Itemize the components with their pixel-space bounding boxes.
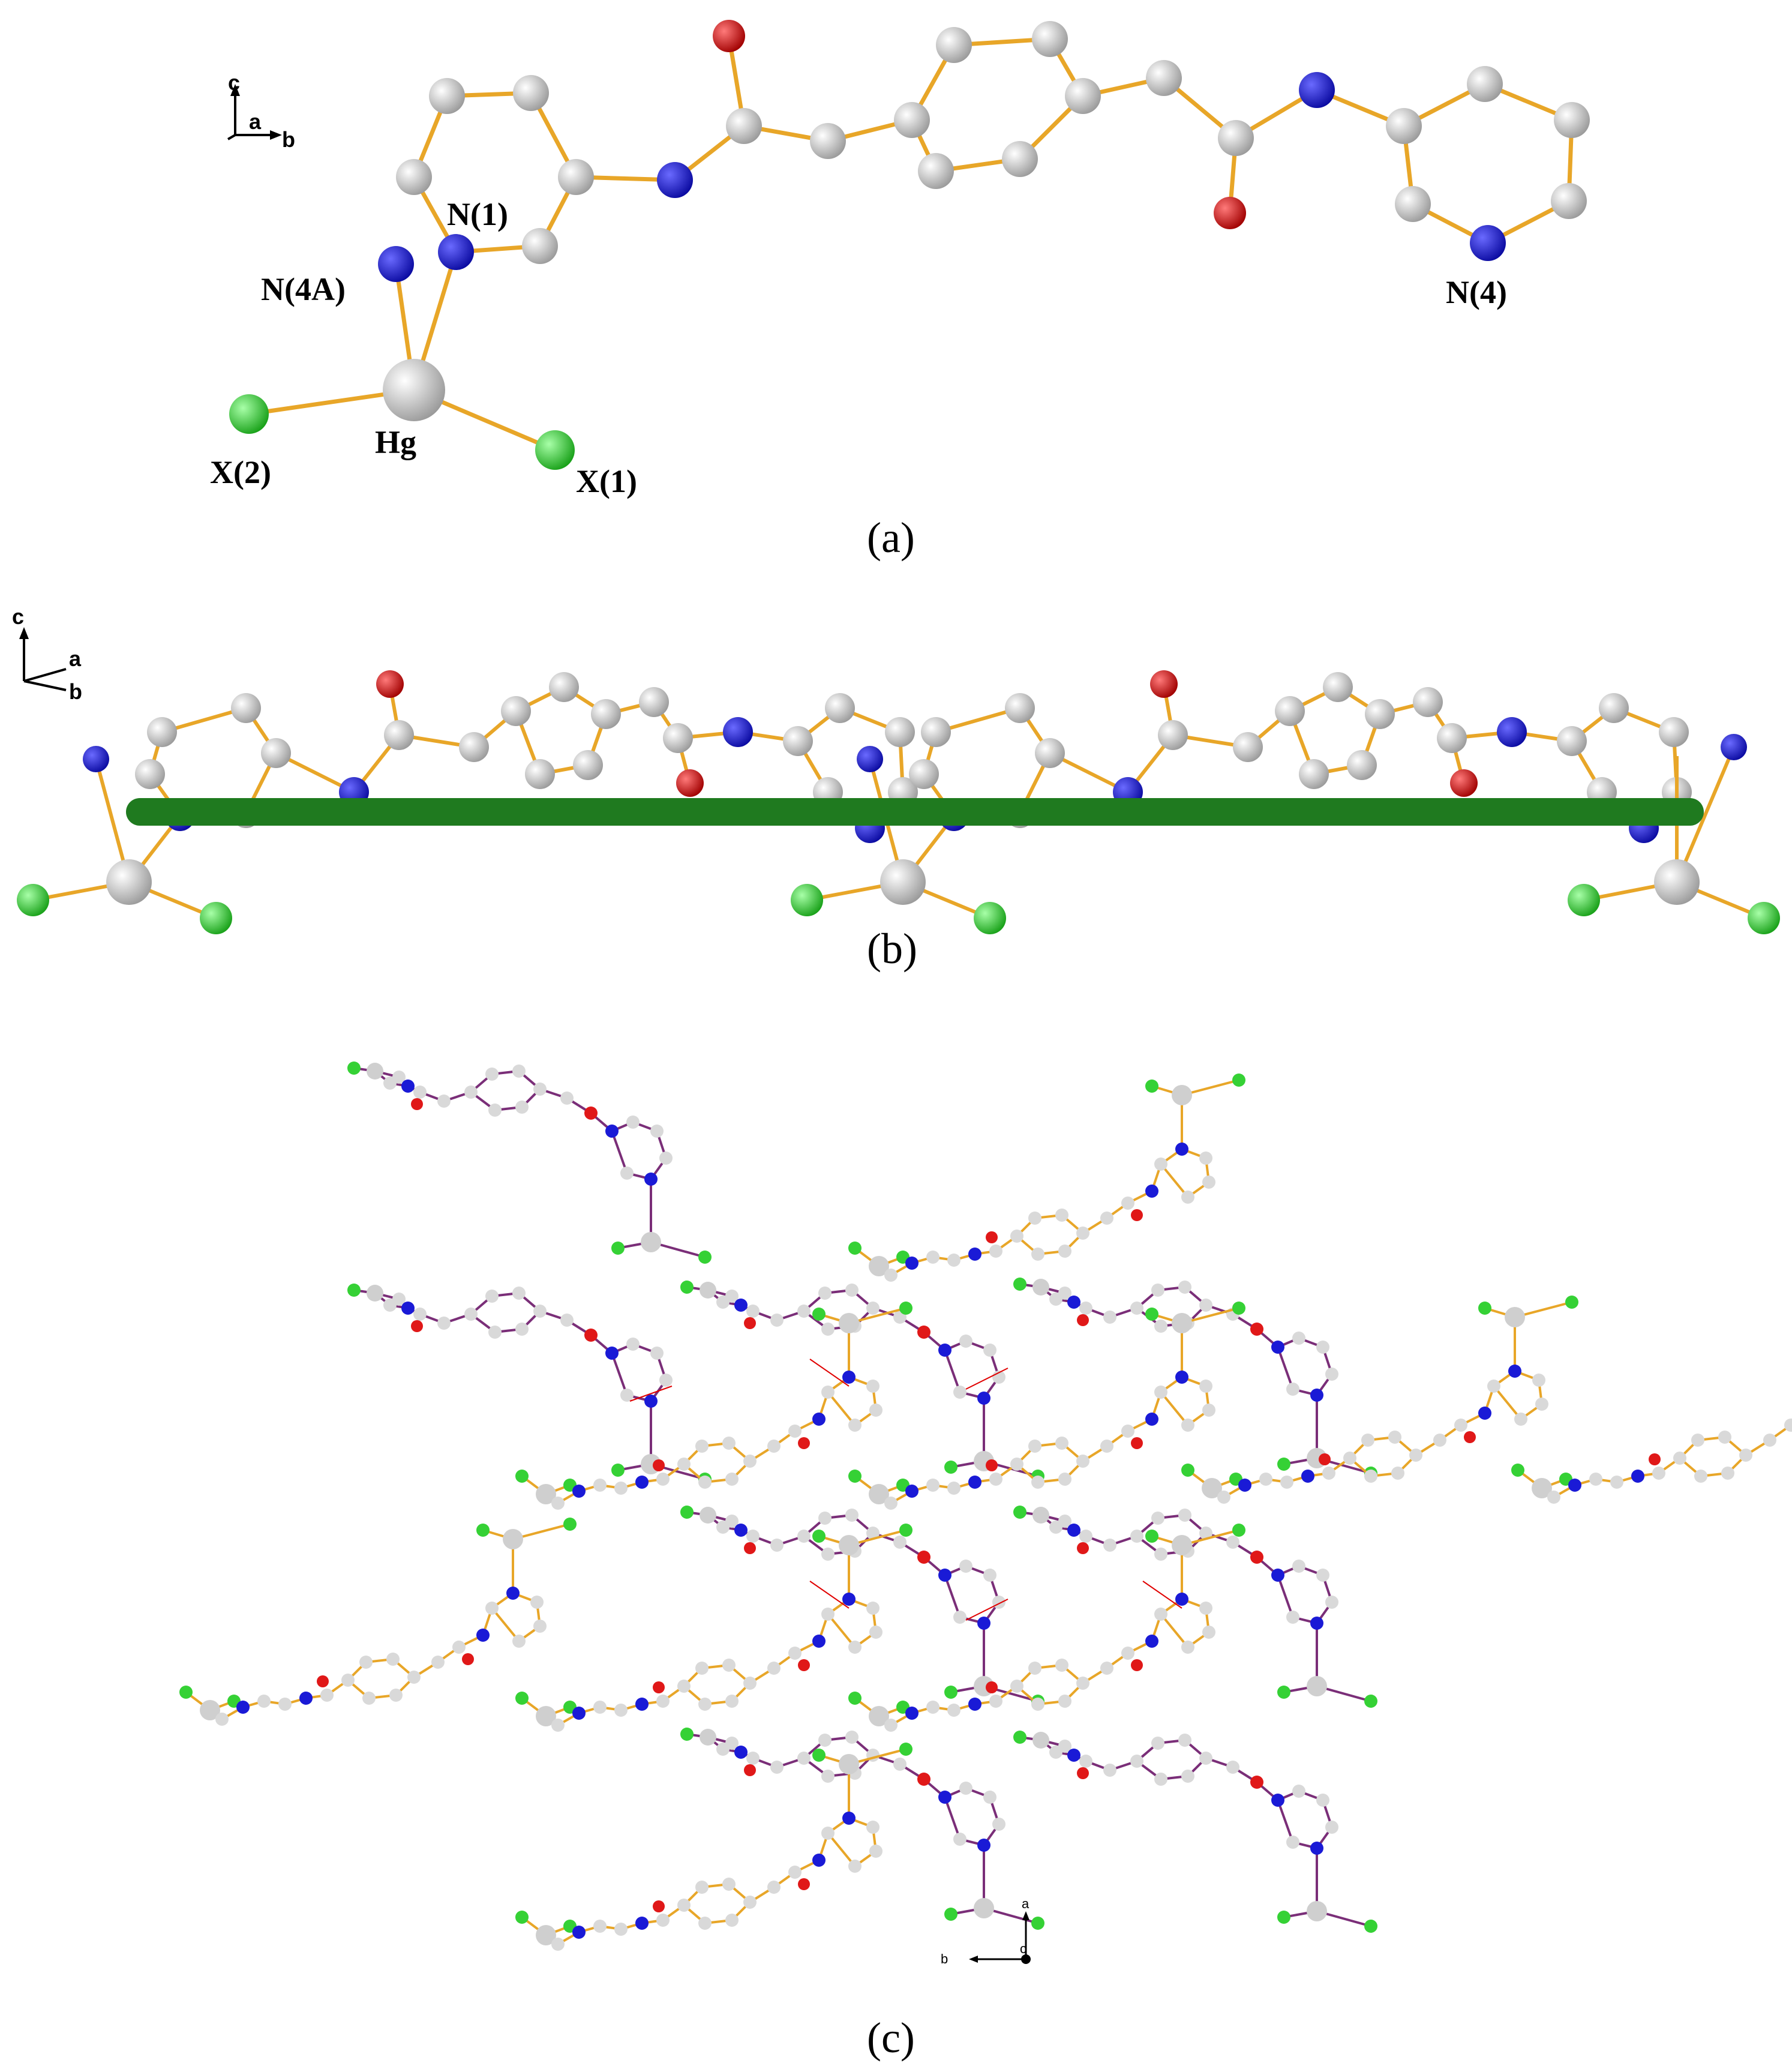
atom-carbon (522, 228, 558, 264)
polymer-chain-axis (126, 798, 1704, 826)
axis-indicator-a: c a b (227, 70, 295, 152)
atom-carbon (1395, 186, 1431, 222)
hydrogen-bonds (629, 1359, 1182, 1621)
molecule-orange-3 (1510, 1294, 1792, 1505)
atom-x1 (535, 430, 575, 470)
atom-carbon (396, 159, 432, 195)
panel-a-structure: c a b (210, 20, 1590, 499)
molecule-orange-1 (847, 1072, 1247, 1283)
atom-carbon (1002, 141, 1038, 177)
atom-n1 (438, 234, 474, 270)
axis-indicator-c: a c b (941, 1896, 1031, 1966)
molecule-purple-1 (346, 1060, 713, 1265)
label-hg: Hg (375, 424, 416, 460)
atom-carbon (810, 123, 846, 159)
atom-n4 (1470, 225, 1506, 261)
atom-carbon (1065, 78, 1101, 114)
panel-a-asymmetric-unit: c a b (0, 0, 1792, 562)
axis-label-c: c (1020, 1941, 1026, 1956)
molecule-orange-5 (847, 1300, 1247, 1511)
atom-carbon (558, 159, 594, 195)
molecule-purple-4 (679, 1504, 1046, 1709)
atom-oxygen (1214, 197, 1246, 229)
atom-carbon (1467, 66, 1503, 102)
molecule-purple-5 (1012, 1504, 1379, 1709)
atom-carbon (1146, 60, 1182, 96)
atom-mercury (383, 359, 445, 421)
label-n1: N(1) (447, 196, 508, 232)
axis-label-b: b (941, 1951, 948, 1966)
atoms-panel-a (229, 20, 1590, 470)
molecule-purple-2 (346, 1282, 713, 1487)
panel-b-structure: c a b (12, 604, 1780, 990)
atom-nitrogen-amide (1299, 72, 1335, 108)
axis-label-a: a (249, 109, 262, 134)
axis-label-a: a (69, 646, 82, 671)
axis-label-b: b (69, 679, 82, 704)
axis-indicator-b: c a b (12, 604, 82, 704)
atom-carbon (1554, 102, 1590, 138)
atom-carbon (936, 27, 972, 63)
molecule-purple-6 (1012, 1729, 1379, 1934)
caption-c: (c) (867, 2014, 915, 2062)
molecule-purple-8 (679, 1726, 1046, 1931)
axis-label-b: b (282, 127, 295, 152)
caption-b: (b) (867, 925, 917, 973)
atom-carbon (1551, 183, 1587, 219)
axis-label-a: a (1022, 1896, 1029, 1911)
atom-carbon (1386, 108, 1422, 144)
atom-n4a (378, 246, 414, 282)
atom-nitrogen-amide (657, 162, 693, 198)
panel-c-packing: a c b (c) (0, 990, 1792, 2072)
axis-label-c: c (12, 604, 24, 629)
atom-carbon (918, 153, 954, 189)
label-n4: N(4) (1446, 274, 1507, 310)
caption-a: (a) (867, 514, 915, 562)
panel-b-polymer-chain: c a b (b) (0, 540, 1792, 990)
axis-label-c: c (228, 70, 240, 95)
label-x1: X(1) (576, 463, 637, 499)
atom-carbon (429, 78, 465, 114)
label-n4a: N(4A) (261, 271, 346, 307)
atom-carbon (894, 102, 930, 138)
atom-x2 (229, 394, 269, 434)
atom-carbon (1032, 21, 1068, 57)
panel-c-structure: a c b (178, 1060, 1792, 1966)
label-x2: X(2) (210, 454, 271, 490)
atom-carbon (513, 75, 549, 111)
atom-oxygen (713, 20, 745, 52)
atom-carbon (726, 108, 762, 144)
atom-carbon (1218, 120, 1254, 156)
